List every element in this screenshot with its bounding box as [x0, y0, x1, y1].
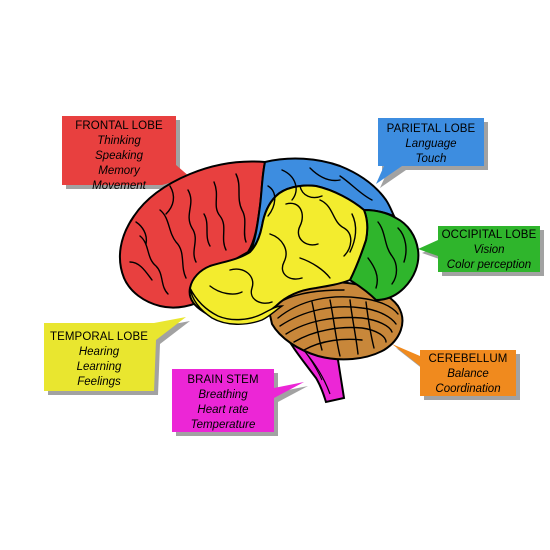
parietal-lobe-callout	[376, 118, 488, 188]
cerebellum-title: CEREBELLUM	[428, 353, 508, 365]
frontal-lobe-callout	[62, 116, 194, 189]
temporal-lobe-title: TEMPORAL LOBE	[49, 331, 148, 343]
occipital-gyri	[367, 221, 407, 289]
frontal-lobe-function: Speaking	[95, 150, 143, 162]
temporal-lobe-box	[44, 317, 186, 391]
temporal-lobe-function: Feelings	[77, 376, 121, 388]
parietal-lobe-label: PARIETAL LOBE Language Touch	[378, 122, 484, 167]
frontal-lobe-function: Movement	[92, 180, 146, 192]
frontal-lobe-label: FRONTAL LOBE Thinking Speaking Memory Mo…	[62, 119, 176, 194]
parietal-lobe-box	[376, 118, 484, 184]
occipital-lobe-function: Vision	[473, 244, 505, 256]
temporal-lobe-label: TEMPORAL LOBE Hearing Learning Feelings	[44, 330, 154, 390]
occipital-lobe-title: OCCIPITAL LOBE	[441, 229, 537, 241]
occipital-lobe-callout	[418, 226, 544, 276]
cerebellum-function: Balance	[447, 368, 489, 380]
brain-stem-title: BRAIN STEM	[187, 374, 259, 386]
parietal-lobe-function: Language	[405, 138, 457, 150]
cerebellum-folia	[277, 289, 399, 357]
frontal-lobe-box	[62, 116, 190, 185]
temporal-gyri	[209, 185, 357, 304]
temporal-lobe-function: Hearing	[78, 346, 120, 358]
cerebellum-box	[392, 344, 516, 396]
frontal-lobe-title: FRONTAL LOBE	[75, 120, 163, 132]
temporal-lobe-callout	[44, 317, 190, 395]
brain-stem-box	[172, 369, 304, 432]
parietal-gyri	[267, 167, 373, 217]
cerebellum-label: CEREBELLUM Balance Coordination	[420, 352, 516, 397]
parietal-lobe-title: PARIETAL LOBE	[386, 123, 476, 135]
frontal-lobe-function: Thinking	[97, 135, 141, 147]
occipital-lobe-box	[418, 226, 540, 272]
brain-stem-label: BRAIN STEM Breathing Heart rate Temperat…	[172, 373, 274, 433]
brain-stem-function: Temperature	[190, 419, 256, 431]
cerebellum-callout	[392, 344, 520, 400]
brain-stem-callout	[172, 369, 308, 436]
frontal-lobe-function: Memory	[98, 165, 140, 177]
brain-stem-function: Breathing	[198, 389, 248, 401]
parietal-lobe-function: Touch	[415, 153, 447, 165]
temporal-lobe-shape	[188, 184, 369, 324]
brain-stem-function: Heart rate	[197, 404, 249, 416]
cerebellum-function: Coordination	[435, 383, 501, 395]
temporal-lobe-function: Learning	[76, 361, 122, 373]
occipital-lobe-function: Color perception	[446, 259, 532, 271]
occipital-lobe-label: OCCIPITAL LOBE Vision Color perception	[438, 228, 540, 273]
frontal-gyri	[129, 173, 247, 295]
